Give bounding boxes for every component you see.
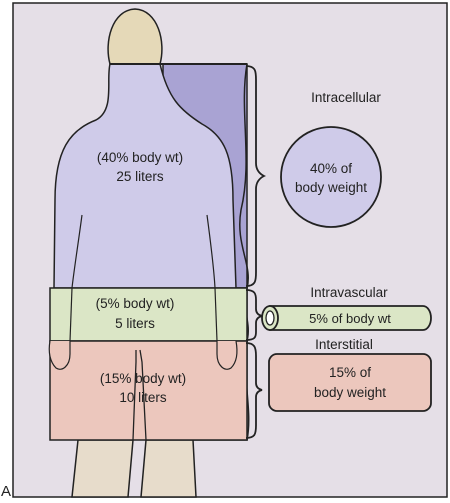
arm-line <box>71 214 83 289</box>
arm-line <box>206 214 216 289</box>
panel-letter: A <box>1 483 11 500</box>
legs <box>71 439 197 498</box>
intravascular-body-label-line1: (5% body wt) <box>96 296 175 311</box>
intracellular-body-label-line1: (40% body wt) <box>97 150 183 165</box>
intravascular-body-label-line2: 5 liters <box>115 316 155 331</box>
interstitial-box <box>268 353 432 412</box>
interstitial-title: Interstitial <box>315 337 373 352</box>
intracellular-body-label-line2: 25 liters <box>116 169 164 184</box>
leg-split-line <box>132 350 137 441</box>
intracellular-circle-line1: 40% of <box>310 161 352 176</box>
intravascular-tube <box>261 305 432 331</box>
arm-line <box>69 287 73 342</box>
intravascular-title: Intravascular <box>310 285 388 300</box>
intravascular-tube-text: 5% of body wt <box>309 311 391 326</box>
head <box>107 8 163 65</box>
leg-split-line <box>139 349 147 441</box>
interstitial-box-line1: 15% of <box>329 365 371 380</box>
interstitial-box-line2: body weight <box>314 385 386 400</box>
arm-line <box>214 287 218 342</box>
intravascular-body-region <box>49 287 248 342</box>
interstitial-body-region <box>49 340 248 441</box>
intracellular-title: Intracellular <box>311 90 381 105</box>
interstitial-body-label-line1: (15% body wt) <box>100 371 186 386</box>
interstitial-brace <box>245 342 263 439</box>
intracellular-circle-line2: body weight <box>295 180 367 195</box>
intracellular-circle <box>280 126 382 228</box>
left-hand <box>48 340 71 370</box>
right-hand <box>216 340 238 370</box>
interstitial-body-label-line2: 10 liters <box>119 390 167 405</box>
slab-edge <box>239 63 249 289</box>
intracellular-brace <box>245 65 267 287</box>
